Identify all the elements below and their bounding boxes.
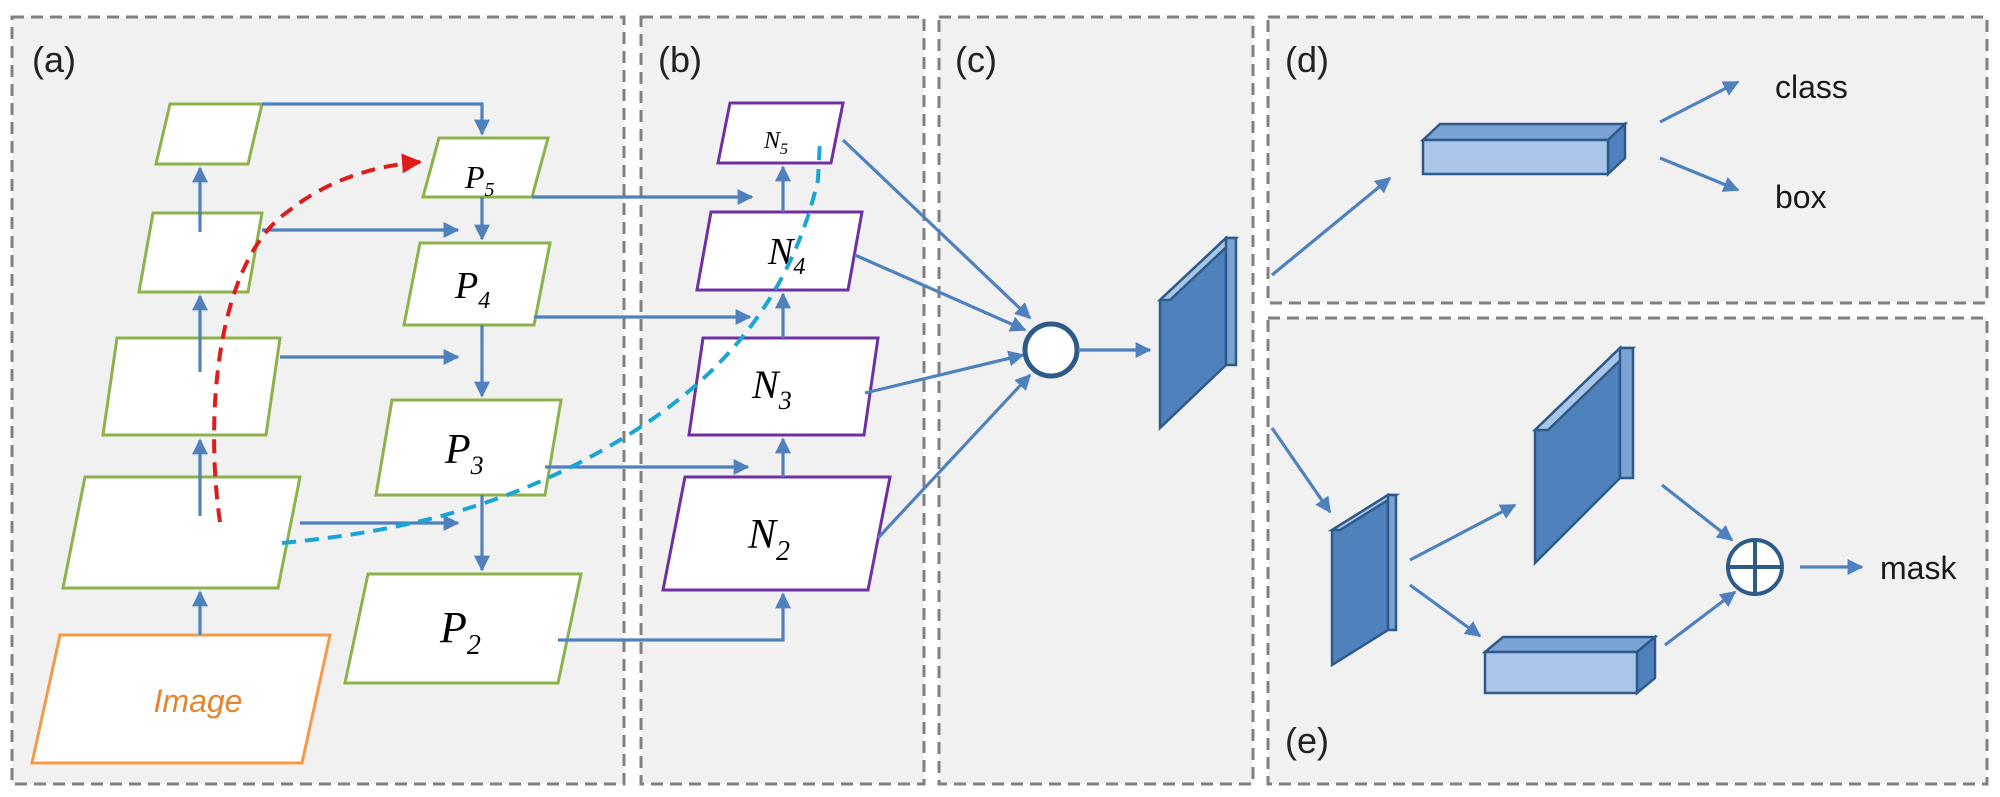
label-n5: N5: [763, 128, 788, 158]
image-input-box: [30, 633, 332, 765]
fpn-box-p3: [374, 398, 563, 497]
fpn-box-p2: [343, 572, 583, 685]
n-box-n5: [716, 101, 845, 165]
to-fc-branch-arrow: [1409, 583, 1482, 638]
fc-to-fusion-arrow: [1664, 590, 1737, 647]
class-label: class: [1775, 69, 1848, 105]
p-to-n-arrows: [532, 189, 791, 642]
label-p2: P2: [439, 603, 481, 661]
panel-c: [937, 15, 1255, 786]
pooled-feature-block: [1156, 235, 1240, 431]
to-box-arrow: [1659, 156, 1740, 192]
fpn-lateral-arrows: [262, 102, 490, 572]
fpn-box-p4: [402, 241, 552, 327]
backbone-level-3: [101, 336, 282, 437]
mask-input-feature: [1327, 492, 1401, 668]
mask-conv-feature: [1531, 345, 1637, 567]
n-box-n2: [661, 475, 892, 592]
backbone-level-2: [61, 475, 302, 590]
pooling-arrows: [841, 138, 1032, 540]
backbone-column: [61, 102, 302, 590]
box-label: box: [1775, 179, 1827, 215]
bottom-up-column: [661, 101, 892, 592]
fc-feature-block: [1419, 121, 1629, 177]
n-box-n3: [687, 336, 880, 437]
red-dashed-path: [212, 153, 422, 523]
panel-c-label: (c): [955, 39, 997, 80]
fpn-column: [343, 136, 583, 685]
conv-to-fusion-arrow: [1661, 483, 1734, 542]
label-n4: N4: [767, 231, 805, 280]
panel-d: [1266, 15, 1989, 305]
panel-e-label: (e): [1285, 720, 1329, 761]
to-box-branch-arrow: [1270, 176, 1392, 277]
to-conv-branch-arrow: [1409, 503, 1517, 562]
n-box-n4: [695, 210, 864, 292]
backbone-level-4: [137, 211, 264, 294]
label-p3: P3: [444, 427, 484, 480]
panel-b-label: (b): [658, 39, 702, 80]
image-label: Image: [154, 683, 243, 719]
cyan-dashed-path: [281, 139, 822, 545]
mask-fc-feature: [1481, 634, 1659, 696]
to-class-arrow: [1659, 80, 1740, 124]
to-mask-branch-arrow: [1270, 427, 1332, 514]
label-p5: P5: [464, 159, 495, 201]
mask-fusion-sum: [1726, 538, 1784, 596]
panel-d-label: (d): [1285, 39, 1329, 80]
panel-a-label: (a): [32, 39, 76, 80]
mask-label: mask: [1880, 550, 1957, 586]
fusion-circle: [1022, 321, 1080, 379]
label-n2: N2: [747, 512, 790, 567]
backbone-level-5: [154, 102, 264, 166]
label-n3: N3: [751, 362, 792, 415]
label-p4: P4: [454, 265, 490, 314]
